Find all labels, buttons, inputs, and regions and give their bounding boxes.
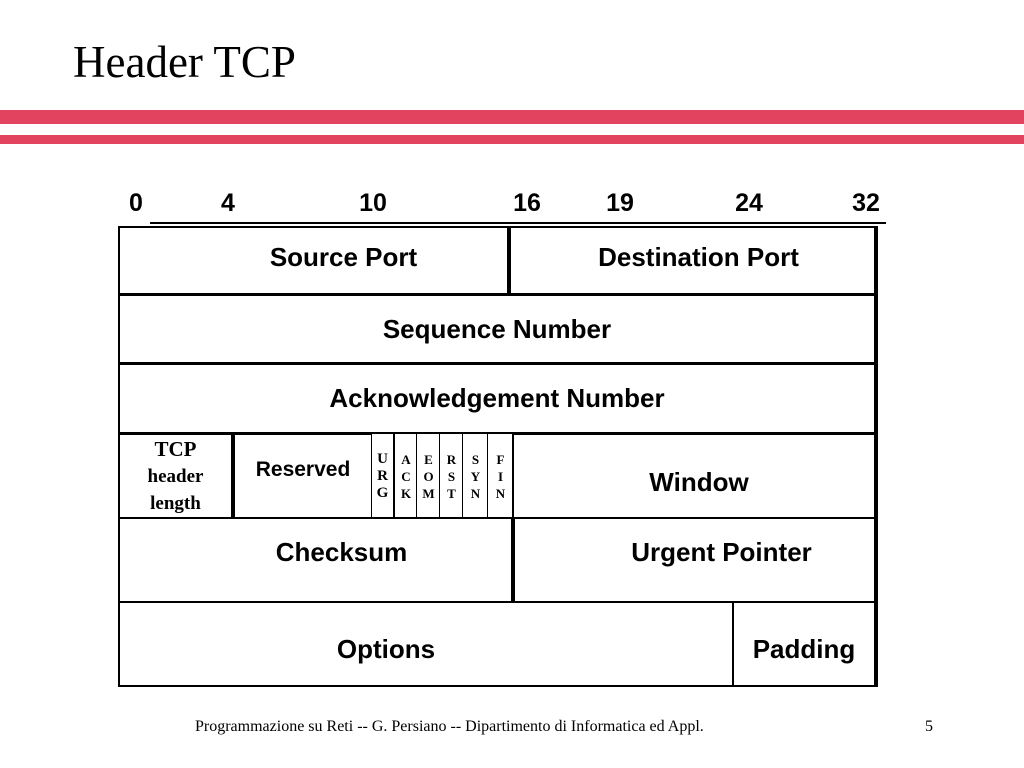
flag-syn: S Y N [462, 433, 489, 519]
window-field: Window [512, 433, 878, 519]
destination-port-field: Destination Port [509, 226, 878, 295]
bit-label: 4 [218, 186, 238, 220]
bit-label: 32 [849, 186, 883, 220]
flag-char: Y [470, 468, 481, 484]
window-label: Window [649, 466, 749, 497]
flag-char: S [447, 468, 456, 484]
bit-label: 10 [356, 186, 390, 220]
options-label: Options [336, 633, 436, 664]
checksum-field: Checksum [118, 517, 515, 603]
tcp-header-length-line: TCP [154, 436, 197, 461]
flag-char: O [423, 468, 434, 484]
flag-fin: F I N [487, 433, 514, 519]
bit-label: 24 [732, 186, 766, 220]
sequence-number-label: Sequence Number [382, 313, 612, 344]
flag-char: R [377, 467, 388, 484]
bit-label: 19 [603, 186, 637, 220]
flag-char: R [446, 451, 457, 467]
flag-urg: U R G [371, 433, 396, 519]
flag-char: U [377, 450, 388, 467]
padding-label: Padding [752, 633, 856, 664]
acknowledgement-number-field: Acknowledgement Number [118, 363, 878, 434]
sequence-number-field: Sequence Number [118, 294, 878, 364]
flag-char: K [400, 485, 412, 501]
flag-char: E [424, 451, 433, 467]
source-port-field: Source Port [118, 226, 511, 295]
slide-footer: Programmazione su Reti -- G. Persiano --… [195, 718, 704, 735]
flag-ack: A C K [394, 433, 418, 519]
flag-char: C [401, 468, 411, 484]
title-stripe-bottom [0, 135, 1024, 144]
bit-ruler: 0 4 10 16 19 24 32 [0, 186, 1024, 226]
reserved-label: Reserved [255, 458, 351, 481]
reserved-field: Reserved [233, 433, 373, 519]
flag-char: T [447, 485, 456, 501]
destination-port-label: Destination Port [598, 242, 799, 272]
tcp-header-length-field: TCP header length [118, 433, 235, 519]
urgent-pointer-field: Urgent Pointer [513, 517, 878, 603]
flag-char: A [401, 451, 411, 467]
tcp-header-length-line: length [150, 492, 201, 514]
checksum-label: Checksum [275, 536, 408, 567]
bit-label: 16 [510, 186, 544, 220]
bit-label: 0 [126, 186, 146, 220]
flag-char: S [471, 451, 480, 467]
urgent-pointer-label: Urgent Pointer [631, 536, 812, 567]
flag-char: N [495, 485, 506, 501]
flag-char: M [422, 485, 435, 501]
title-stripe-top [0, 110, 1024, 124]
flag-char: F [496, 451, 505, 467]
flag-eom: E O M [416, 433, 441, 519]
padding-field: Padding [732, 601, 878, 687]
tcp-header-length-line: header [147, 465, 204, 487]
options-field: Options [118, 601, 736, 687]
page-number: 5 [925, 718, 933, 735]
slide-title: Header TCP [73, 37, 296, 87]
flag-char: N [470, 485, 481, 501]
flag-rst: R S T [439, 433, 464, 519]
bit-ruler-line [150, 222, 886, 224]
acknowledgement-number-label: Acknowledgement Number [329, 383, 665, 413]
flag-char: I [497, 468, 504, 484]
source-port-label: Source Port [269, 242, 418, 272]
flag-char: G [376, 484, 389, 501]
